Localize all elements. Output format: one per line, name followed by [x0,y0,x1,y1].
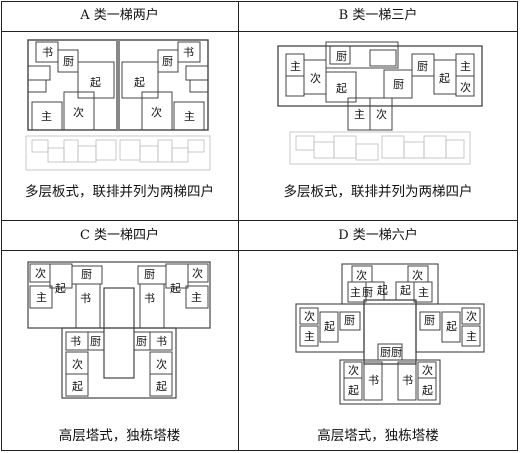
cell-d-title: D 类一梯六户 [338,228,418,243]
plan-b-floor-plan: 厨 主 次 起 主 次 厨 厨 起 主 次 [270,36,490,178]
plan-b-secondary-label-3: 次 [460,80,471,94]
plan-c-floor-plan: 次 主 起 厨 书 厨 书 起 次 主 书 厨 次 起 厨 书 次 起 [22,258,216,408]
plan-c-study-label-3: 书 [70,335,81,348]
plan-b-kitchen-label-2: 厨 [393,78,404,91]
plan-b-master-label: 主 [290,60,301,73]
plan-b-secondary-label-2: 次 [376,107,387,121]
plan-d-living-label-2: 起 [400,284,411,297]
plan-c-living-label-4: 起 [156,380,167,393]
plan-d-floor-plan: 次 主 厨 起 次 主 起 次 主 起 厨 次 主 起 厨 厨 厨 次 起 书 … [292,260,488,408]
plan-a-living-label: 起 [90,76,101,89]
plan-d-kitchen-label-4: 厨 [380,346,391,359]
plan-c-master-label-2: 主 [191,291,202,304]
plan-d-living-label: 起 [377,284,388,297]
plan-a-secondary-label-2: 次 [151,105,162,119]
plan-d-living-label-3: 起 [324,320,335,333]
plan-d-master-label-3: 主 [304,330,315,343]
plan-b-master-label-3: 主 [460,60,471,73]
row-divider-lower [2,250,517,251]
plan-d-kitchen-label: 厨 [362,286,373,299]
plan-d-living-label-4: 起 [446,320,457,333]
plan-a-floor-plan: 书 厨 起 主 次 书 厨 起 主 次 [18,36,218,178]
plan-d-secondary-label-6: 次 [422,363,433,377]
plan-d-secondary-label-4: 次 [466,309,477,323]
plan-d-master-label-4: 主 [466,330,477,343]
cell-b-title: B 类一梯三户 [338,8,418,23]
plan-a-master-label-2: 主 [184,110,195,123]
row-divider-middle [2,220,517,221]
plan-c-study-label-4: 书 [156,335,167,348]
plan-c-secondary-label-4: 次 [156,357,167,371]
plan-b-living-label: 起 [336,82,347,95]
cell-a-title: A 类一梯两户 [80,8,159,23]
plan-a-kitchen-label-2: 厨 [162,55,173,68]
plan-a-kitchen-label: 厨 [63,55,74,68]
plan-d-kitchen-label-2: 厨 [344,314,355,327]
row-divider-top [2,31,517,32]
cell-d-caption: 高层塔式，独栋塔楼 [317,428,439,444]
plan-a-study-label-2: 书 [183,46,194,59]
cell-b-caption: 多层板式，联排并列为两梯四户 [283,184,473,200]
plan-b-living-label-2: 起 [439,72,450,85]
plan-d-living-label-6: 起 [422,384,433,397]
plan-d-secondary-label-2: 次 [412,268,423,282]
cell-c-title: C 类一梯四户 [79,228,160,243]
plan-a-study-label: 书 [42,46,53,59]
plan-c-living-label: 起 [55,282,66,295]
plan-d-secondary-label-5: 次 [348,363,359,377]
plan-d-master-label-2: 主 [418,286,429,299]
plan-b-secondary-label: 次 [310,71,321,85]
plan-a-secondary-label: 次 [73,105,84,119]
plan-b-master-label-2: 主 [354,108,365,121]
plan-c-master-label: 主 [36,291,47,304]
plan-a-master-label: 主 [41,110,52,123]
plan-c-kitchen-label-3: 厨 [90,335,101,348]
plan-d-master-label: 主 [350,286,361,299]
plan-c-secondary-label: 次 [35,266,46,280]
plan-c-kitchen-label: 厨 [81,268,92,281]
plan-c-kitchen-label-4: 厨 [136,335,147,348]
cell-a-caption: 多层板式，联排并列为两梯四户 [25,184,214,200]
column-divider [238,2,239,450]
plan-c-secondary-label-2: 次 [192,266,203,280]
plan-c-kitchen-label-2: 厨 [144,268,155,281]
plan-d-kitchen-label-5: 厨 [391,346,402,359]
plan-c-living-label-2: 起 [170,282,181,295]
plan-c-living-label-3: 起 [72,380,83,393]
plan-d-study-label-2: 书 [402,374,413,387]
plan-c-secondary-label-3: 次 [72,357,83,371]
plan-d-secondary-label: 次 [356,268,367,282]
plan-b-kitchen-label: 厨 [336,50,347,63]
plan-a-living-label-2: 起 [134,76,145,89]
plan-c-study-label-2: 书 [144,292,155,305]
plan-d-living-label-5: 起 [348,384,359,397]
cell-c-caption: 高层塔式，独栋塔楼 [58,428,181,444]
plan-d-study-label: 书 [368,374,379,387]
plan-d-kitchen-label-3: 厨 [424,314,435,327]
plan-d-secondary-label-3: 次 [304,309,315,323]
plan-b-kitchen-label-3: 厨 [417,60,428,73]
plan-c-study-label: 书 [80,292,91,305]
